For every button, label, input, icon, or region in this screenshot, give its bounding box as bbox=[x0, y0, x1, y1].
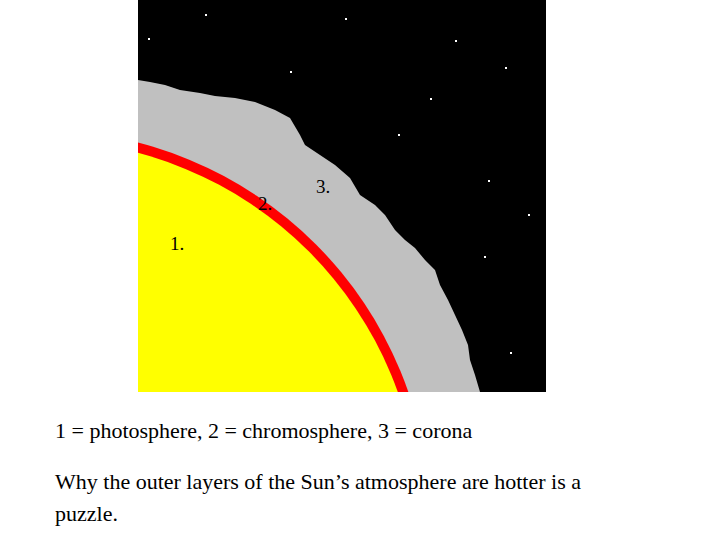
callout-number: 2. bbox=[258, 193, 272, 215]
photosphere-region bbox=[138, 140, 420, 392]
key-text: 1 = photosphere, 2 = chromosphere, 3 = c… bbox=[55, 418, 472, 444]
callout-number: 3. bbox=[316, 176, 330, 198]
note-text: Why the outer layers of the Sun’s atmosp… bbox=[55, 466, 620, 530]
chromosphere-band bbox=[138, 130, 430, 392]
callout-number: 1. bbox=[170, 233, 184, 255]
